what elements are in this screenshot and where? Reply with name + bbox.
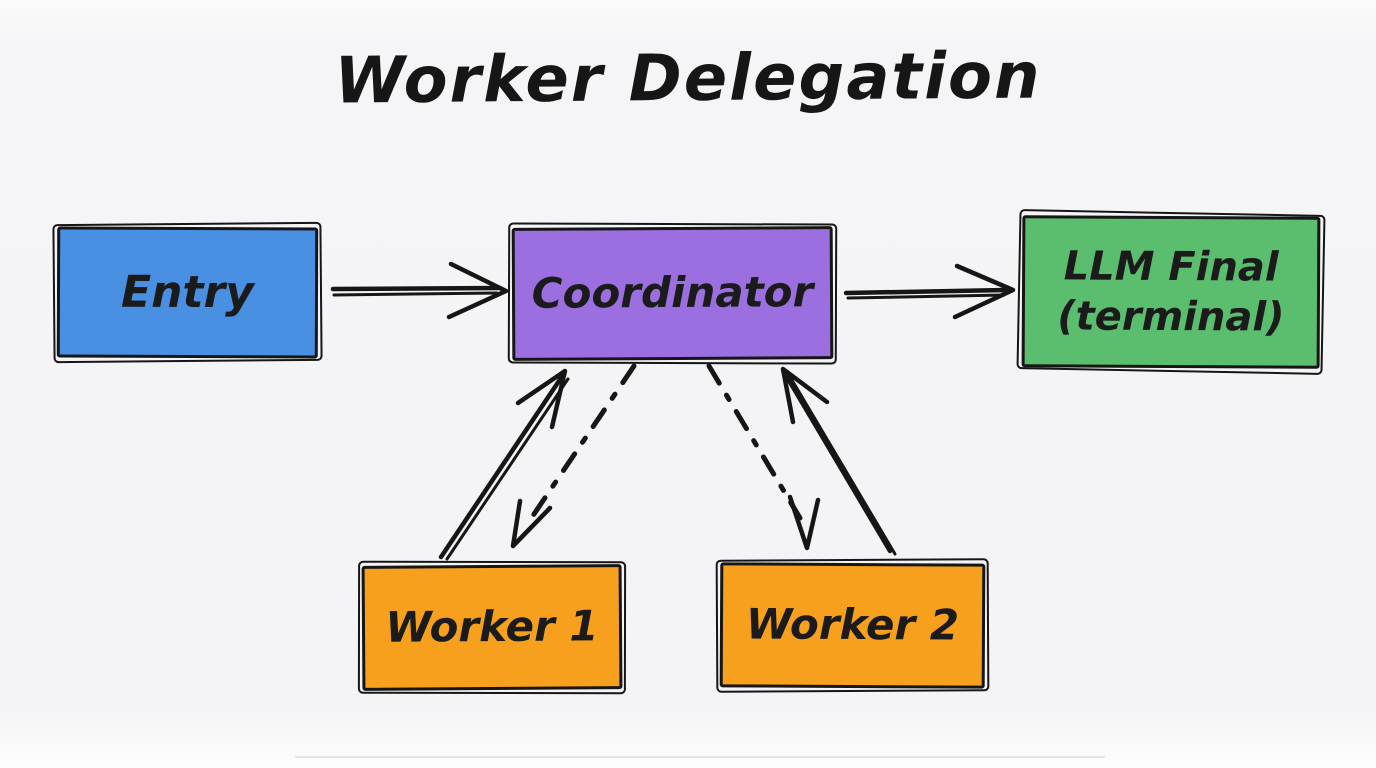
edge-entry-to-coordinator (330, 261, 509, 320)
node-worker2: Worker 2 (719, 562, 986, 689)
edge-coordinator-to-llm-final (843, 263, 1016, 320)
node-coordinator: Coordinator (511, 226, 834, 361)
diagram-title: Worker Delegation (334, 39, 1042, 119)
edge-coordinator-to-worker2 (706, 363, 821, 551)
node-worker1: Worker 1 (361, 564, 623, 691)
edge-coordinator-to-worker1 (510, 363, 637, 549)
node-llm-final-label-line2: (terminal) (1057, 293, 1285, 341)
bottom-edge-shadow (295, 756, 1105, 758)
node-entry: Entry (56, 226, 319, 359)
node-worker1-label: Worker 1 (385, 601, 599, 652)
node-llm-final-label-line1: LLM Final (1063, 243, 1279, 291)
node-coordinator-label: Coordinator (531, 267, 814, 318)
node-worker2-label: Worker 2 (745, 599, 960, 650)
edge-worker1-to-coordinator (438, 368, 570, 561)
edge-worker2-to-coordinator (780, 366, 897, 556)
node-llm-final: LLM Final (terminal) (1021, 215, 1321, 369)
node-entry-label: Entry (121, 266, 254, 319)
